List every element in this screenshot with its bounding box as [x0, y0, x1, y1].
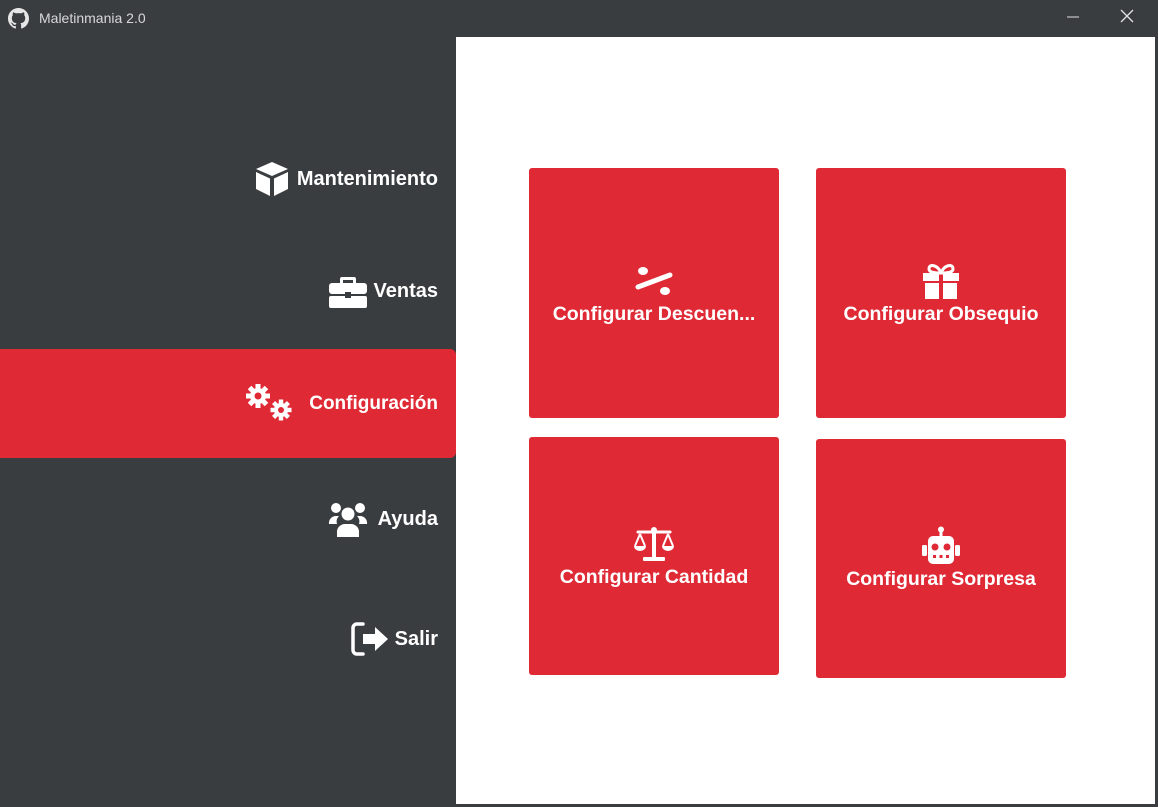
configurar-cantidad-button[interactable]: Configurar Cantidad	[529, 437, 779, 675]
window-border-right	[1155, 37, 1158, 807]
window-border-bottom	[456, 804, 1158, 807]
briefcase-icon	[328, 273, 368, 309]
sidebar-item-label: Configuración	[309, 392, 438, 414]
sidebar-item-label: Ventas	[373, 279, 438, 302]
sidebar-item-label: Mantenimiento	[296, 167, 438, 190]
card-label: Configurar Cantidad	[559, 565, 749, 588]
configurar-sorpresa-button[interactable]: Configurar Sorpresa	[816, 439, 1066, 678]
card-label: Configurar Obsequio	[843, 302, 1039, 325]
minimize-button[interactable]	[1046, 0, 1100, 37]
close-icon	[1120, 9, 1134, 28]
main-content: Configurar Descuen... Configurar Obsequi…	[456, 37, 1155, 804]
sidebar-item-ventas[interactable]: Ventas	[0, 269, 456, 313]
sidebar-item-salir[interactable]: Salir	[0, 617, 456, 661]
window-title: Maletinmania 2.0	[39, 10, 146, 26]
balance-scale-icon	[633, 524, 675, 564]
sidebar-item-ayuda[interactable]: Ayuda	[0, 497, 456, 541]
cogs-icon	[245, 383, 295, 424]
sidebar-item-configuracion[interactable]: Configuración	[0, 349, 456, 458]
configurar-descuento-button[interactable]: Configurar Descuen...	[529, 168, 779, 418]
minimize-icon	[1067, 10, 1079, 28]
gift-icon	[921, 261, 961, 301]
sidebar: Mantenimiento Ventas	[0, 37, 456, 807]
sidebar-item-label: Ayuda	[377, 507, 438, 530]
github-icon	[8, 8, 29, 29]
users-icon	[328, 500, 368, 538]
robot-icon	[920, 526, 962, 566]
sidebar-item-label: Salir	[394, 627, 438, 650]
percent-icon	[634, 261, 674, 301]
card-label: Configurar Sorpresa	[846, 568, 1036, 590]
sidebar-item-mantenimiento[interactable]: Mantenimiento	[0, 157, 456, 201]
title-bar: Maletinmania 2.0	[0, 0, 1158, 37]
sign-out-icon	[350, 622, 391, 656]
card-label: Configurar Descuen...	[552, 302, 756, 325]
close-button[interactable]	[1100, 0, 1154, 37]
configurar-obsequio-button[interactable]: Configurar Obsequio	[816, 168, 1066, 418]
box-icon	[253, 160, 291, 198]
